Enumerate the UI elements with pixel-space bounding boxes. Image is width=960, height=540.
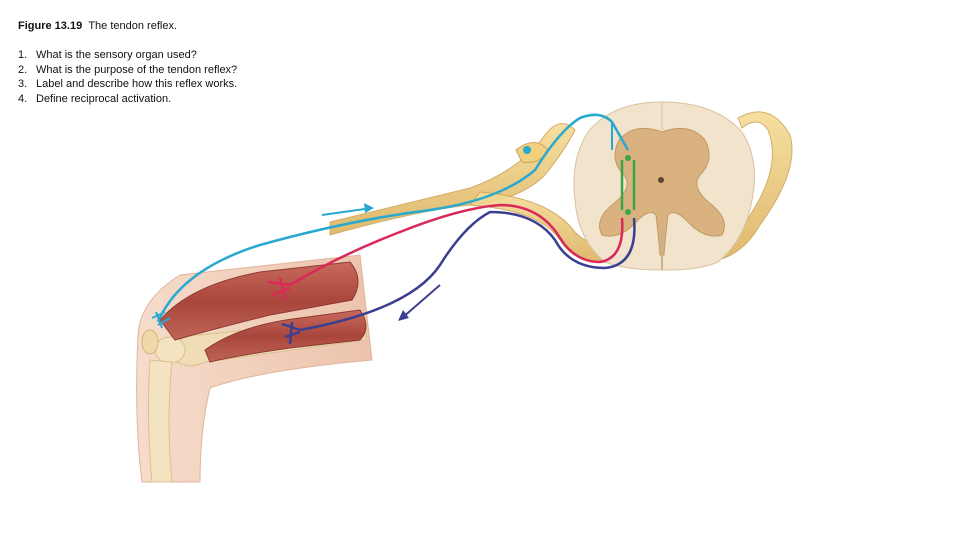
tibia-bone — [147, 359, 173, 483]
sensory-arrowhead — [364, 203, 374, 213]
motor-neuron-agonist — [267, 203, 624, 301]
interneuron — [620, 155, 636, 215]
interneuron-synapse-top — [625, 155, 631, 161]
leg — [136, 254, 373, 483]
agonist-motor-end-plate — [267, 277, 291, 301]
question-number: 3. — [18, 78, 28, 90]
question-number: 4. — [18, 92, 28, 105]
question-number: 2. — [18, 63, 28, 76]
question-item: 3. Label and describe how this reflex wor… — [18, 77, 237, 92]
antagonist-motor-path — [299, 210, 636, 332]
quadriceps-muscle — [159, 261, 359, 341]
muscle-spindle-receptor — [151, 311, 171, 329]
question-number: 1. — [18, 49, 28, 61]
question-item: 4. Define reciprocal activation. — [18, 92, 237, 107]
figure-caption: Figure 13.19 The tendon reflex. — [18, 20, 177, 32]
question-text: Label and describe how this reflex works… — [36, 78, 238, 90]
figure-label: Figure 13.19 — [18, 20, 83, 32]
central-canal — [658, 177, 664, 183]
agonist-motor-path — [289, 203, 624, 287]
question-text: What is the sensory organ used? — [36, 49, 197, 61]
interneuron-synapse-bottom — [625, 209, 631, 215]
sensory-neuron — [151, 113, 630, 329]
antagonist-direction-arrow — [401, 284, 441, 319]
nerve-trunk — [329, 123, 576, 236]
antagonist-motor-end-plate — [281, 321, 301, 345]
figure-title: The tendon reflex. — [88, 20, 177, 32]
question-item: 1. What is the sensory organ used? — [18, 48, 237, 63]
sensory-cell-body — [523, 146, 531, 154]
antagonist-arrowhead — [398, 310, 409, 321]
spinal-cord — [573, 101, 755, 271]
patella — [141, 329, 159, 355]
question-text: Define reciprocal activation. — [36, 92, 172, 105]
question-text: What is the purpose of the tendon reflex… — [36, 63, 238, 76]
motor-neuron-antagonist — [281, 210, 636, 345]
sensory-direction-arrow — [321, 207, 373, 216]
question-item: 2. What is the purpose of the tendon refl… — [18, 63, 237, 78]
question-list: 1. What is the sensory organ used? 2. What… — [18, 48, 237, 106]
sensory-neuron-path — [156, 113, 630, 323]
knee-joint — [154, 336, 186, 364]
